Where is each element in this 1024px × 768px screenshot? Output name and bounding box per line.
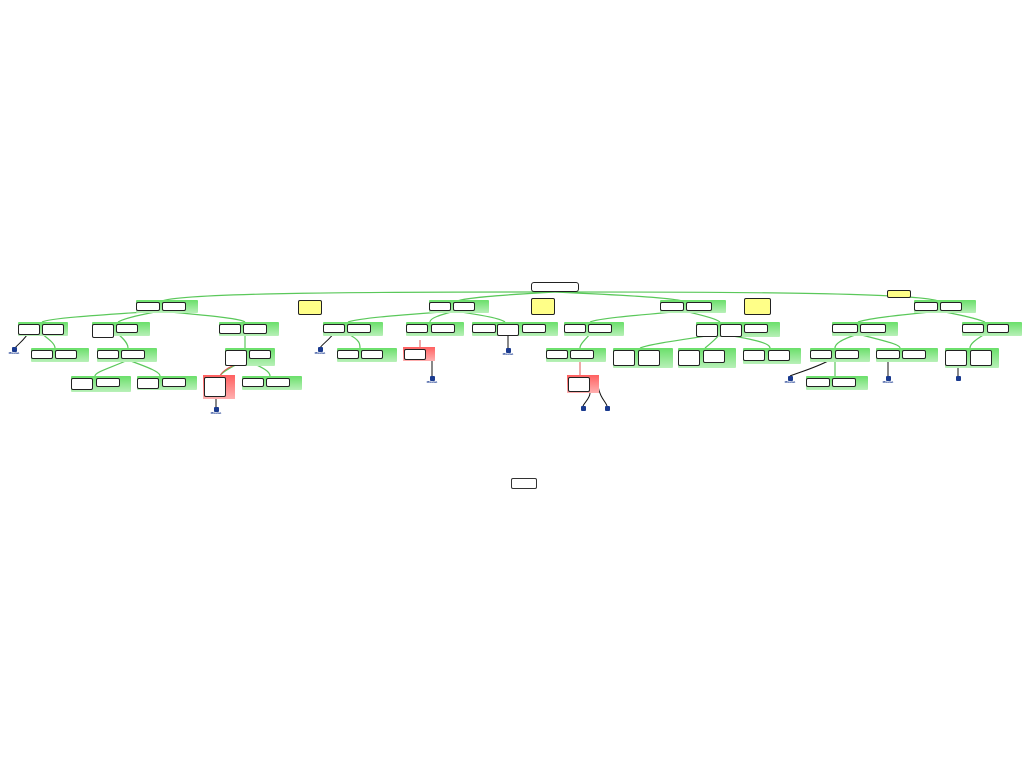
root-node[interactable] — [531, 282, 579, 292]
goal-icon — [787, 376, 793, 381]
goal-icon — [885, 376, 891, 381]
red-node[interactable] — [204, 377, 226, 397]
note-2[interactable] — [531, 298, 555, 315]
goal-label: Mission — [8, 352, 20, 355]
goal-label: Mission — [210, 412, 222, 415]
goal-icon — [429, 376, 435, 381]
branch-node[interactable] — [121, 350, 145, 359]
note-4[interactable] — [887, 290, 911, 298]
branch-node[interactable] — [97, 350, 119, 359]
goal-marker[interactable]: Mission — [500, 348, 516, 356]
branch-node[interactable] — [337, 350, 359, 359]
branch-node[interactable] — [832, 324, 858, 333]
goal-marker[interactable]: Mission — [424, 376, 440, 384]
goal-marker[interactable]: Mission — [312, 347, 328, 355]
branch-node[interactable] — [638, 350, 660, 366]
goal-icon — [505, 348, 511, 353]
branch-node[interactable] — [962, 324, 984, 333]
branch-node[interactable] — [96, 378, 120, 387]
branch-node[interactable] — [361, 350, 383, 359]
branch-node[interactable] — [678, 350, 700, 366]
branch-node[interactable] — [137, 378, 159, 389]
goal-label: Mission — [426, 381, 438, 384]
branch-node[interactable] — [720, 324, 742, 337]
branch-node[interactable] — [768, 350, 790, 361]
branch-node[interactable] — [92, 324, 114, 338]
red-node[interactable] — [568, 377, 590, 392]
branch-node[interactable] — [860, 324, 886, 333]
goal-icon — [317, 347, 323, 352]
branch-node[interactable] — [570, 350, 594, 359]
branch-node[interactable] — [810, 350, 832, 359]
branch-node[interactable] — [970, 350, 992, 366]
branch-node[interactable] — [696, 324, 718, 337]
goal-label: Mission — [882, 381, 894, 384]
branch-node[interactable] — [832, 378, 856, 387]
branch-node[interactable] — [522, 324, 546, 333]
note-1[interactable] — [298, 300, 322, 315]
branch-node[interactable] — [406, 324, 428, 333]
branch-node[interactable] — [136, 302, 160, 311]
branch-node[interactable] — [323, 324, 345, 333]
branch-node[interactable] — [266, 378, 290, 387]
branch-node[interactable] — [914, 302, 938, 311]
goal-label: Mission — [314, 352, 326, 355]
goal-icon — [604, 406, 610, 411]
branch-node[interactable] — [71, 378, 93, 390]
branch-node[interactable] — [744, 324, 768, 333]
branch-node[interactable] — [743, 350, 765, 361]
branch-node[interactable] — [431, 324, 455, 333]
branch-node[interactable] — [564, 324, 586, 333]
branch-node[interactable] — [660, 302, 684, 311]
branch-node[interactable] — [243, 324, 267, 334]
branch-node[interactable] — [55, 350, 77, 359]
branch-node[interactable] — [703, 350, 725, 363]
branch-node[interactable] — [242, 378, 264, 387]
branch-node[interactable] — [876, 350, 900, 359]
goal-marker[interactable]: Mission — [208, 407, 224, 415]
goal-icon — [11, 347, 17, 352]
branch-node[interactable] — [472, 324, 496, 333]
branch-node[interactable] — [18, 324, 40, 335]
standalone-node[interactable] — [511, 478, 537, 489]
goal-icon — [580, 406, 586, 411]
branch-node[interactable] — [347, 324, 371, 333]
red-node[interactable] — [404, 349, 426, 360]
goal-marker[interactable]: Mission — [6, 347, 22, 355]
branch-node[interactable] — [453, 302, 475, 311]
branch-node[interactable] — [835, 350, 859, 359]
goal-marker[interactable] — [600, 406, 614, 411]
branch-node[interactable] — [940, 302, 962, 311]
goal-marker[interactable] — [575, 406, 591, 411]
goal-marker[interactable]: Mission — [782, 376, 798, 384]
branch-node[interactable] — [249, 350, 271, 359]
branch-node[interactable] — [902, 350, 926, 359]
goal-label: Mission — [784, 381, 796, 384]
branch-node[interactable] — [162, 302, 186, 311]
branch-node[interactable] — [116, 324, 138, 333]
goal-icon — [213, 407, 219, 412]
branch-node[interactable] — [613, 350, 635, 366]
goal-marker[interactable] — [950, 376, 966, 381]
branch-node[interactable] — [31, 350, 53, 359]
branch-node[interactable] — [588, 324, 612, 333]
branch-node[interactable] — [497, 324, 519, 336]
goal-icon — [955, 376, 961, 381]
branch-node[interactable] — [42, 324, 64, 335]
goal-marker[interactable]: Mission — [880, 376, 896, 384]
branch-node[interactable] — [546, 350, 568, 359]
goal-links — [14, 329, 959, 408]
branch-node[interactable] — [225, 350, 247, 366]
branch-node[interactable] — [429, 302, 451, 311]
branch-node[interactable] — [945, 350, 967, 366]
note-3[interactable] — [744, 298, 771, 315]
branch-node[interactable] — [686, 302, 712, 311]
branch-node[interactable] — [806, 378, 830, 387]
goal-label: Mission — [502, 353, 514, 356]
branch-node[interactable] — [162, 378, 186, 387]
branch-node[interactable] — [987, 324, 1009, 333]
branch-node[interactable] — [219, 324, 241, 334]
